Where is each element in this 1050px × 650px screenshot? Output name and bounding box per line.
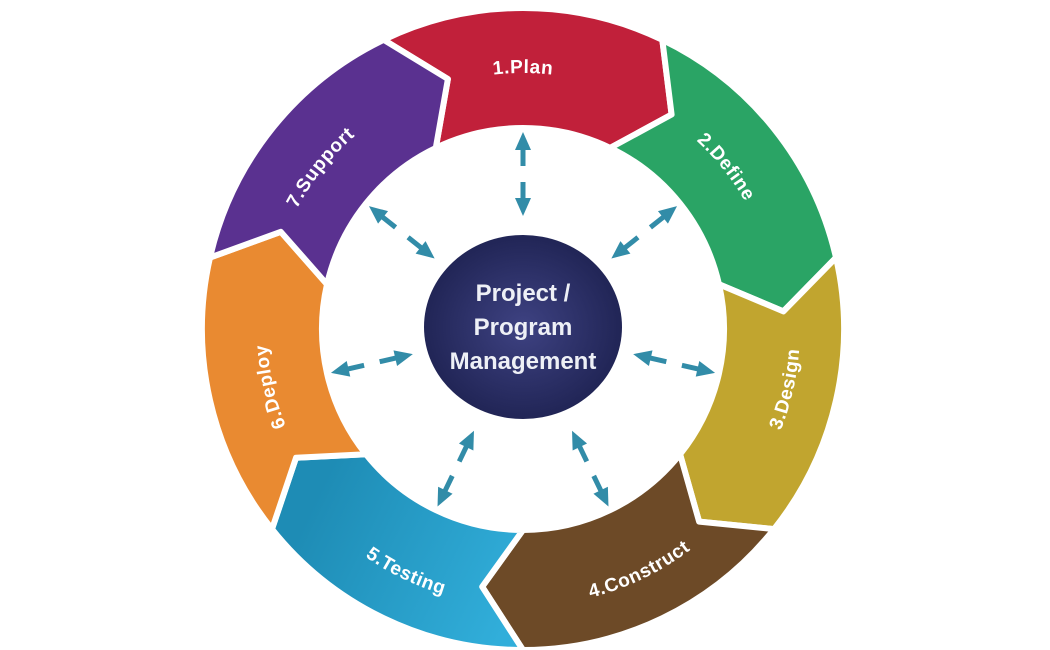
radial-arrow-plan bbox=[515, 132, 531, 216]
arrow-shaft bbox=[379, 214, 424, 251]
radial-arrow-design bbox=[633, 350, 716, 377]
arrow-head-outer-icon bbox=[330, 361, 351, 377]
arrow-shaft bbox=[576, 444, 604, 494]
arrow-head-inner-icon bbox=[393, 350, 413, 366]
segment-label-plan: 1.Plan bbox=[492, 57, 555, 80]
arrow-head-outer-icon bbox=[657, 206, 678, 224]
radial-arrow-deploy bbox=[330, 350, 413, 377]
arrow-shaft bbox=[345, 355, 398, 372]
arrow-head-inner-icon bbox=[572, 430, 588, 451]
arrow-head-inner-icon bbox=[611, 241, 631, 259]
radial-arrow-testing bbox=[437, 430, 474, 507]
segment-construct bbox=[479, 451, 777, 650]
arrow-head-outer-icon bbox=[695, 361, 716, 377]
arrow-head-inner-icon bbox=[633, 350, 653, 366]
segment-support bbox=[207, 36, 451, 288]
arrow-shaft bbox=[648, 355, 701, 372]
center-label-line-1: Project / bbox=[476, 280, 571, 307]
radial-arrow-support bbox=[368, 206, 435, 259]
center-label-line-3: Management bbox=[450, 348, 597, 375]
arrow-head-outer-icon bbox=[368, 206, 389, 224]
center-label-line-2: Program bbox=[474, 314, 573, 341]
arrow-shaft bbox=[622, 214, 667, 251]
arrow-head-outer-icon bbox=[593, 486, 609, 507]
arrow-head-inner-icon bbox=[458, 430, 474, 451]
center-circle bbox=[424, 235, 622, 419]
radial-arrow-construct bbox=[572, 430, 609, 507]
arrow-head-inner-icon bbox=[515, 198, 531, 216]
arrow-head-outer-icon bbox=[437, 486, 453, 507]
segment-testing bbox=[269, 451, 526, 650]
radial-arrow-define bbox=[611, 206, 678, 259]
arrow-head-inner-icon bbox=[415, 241, 435, 259]
arrow-shaft bbox=[442, 444, 470, 494]
arrow-head-outer-icon bbox=[515, 132, 531, 150]
